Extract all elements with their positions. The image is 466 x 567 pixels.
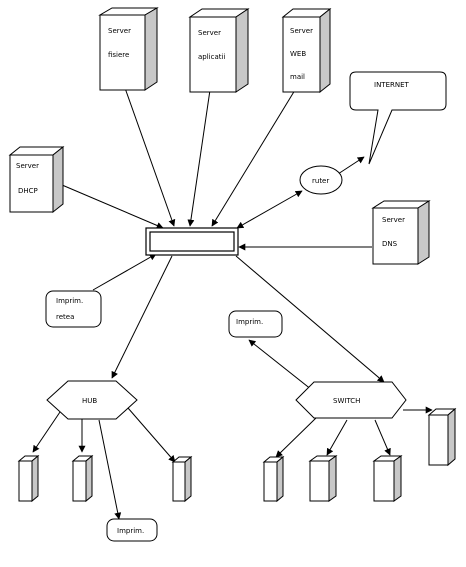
server-web: Server WEB mail [281,7,332,94]
switch-workstation-3 [372,455,403,502]
hub: HUB [46,380,138,420]
link-router [236,190,303,229]
hub-workstation-2 [71,454,94,503]
connections [32,87,433,520]
link-hub-pc3 [127,407,176,463]
server-apps-line2: aplicatii [198,53,225,61]
server-files-line1: Server [108,27,131,35]
server-web-line3: mail [290,73,305,81]
printer-top-label: Imprim. [236,318,263,326]
hub-label: HUB [82,397,97,405]
server-files: Server fisiere [98,7,159,91]
central-switch [145,227,239,256]
link-router-internet [337,156,365,175]
server-apps-line1: Server [198,29,221,37]
internet-label: INTERNET [374,81,410,89]
link-switch-pc1 [275,417,317,458]
server-files-line2: fisiere [108,51,129,59]
link-hub [111,255,173,379]
switch: SWITCH [295,381,407,419]
server-web-line2: WEB [290,50,306,58]
link-apps-server [187,89,211,227]
network-printer-line1: Imprim. [56,297,83,305]
link-switch-pc3 [374,419,391,456]
printer-bottom-label: Imprim. [117,527,144,535]
link-hub-pc1 [32,411,61,453]
switch-workstation-2 [308,455,338,502]
server-dns-line2: DNS [382,240,398,248]
link-hub-printer [98,419,122,520]
server-dhcp-line2: DHCP [18,187,38,195]
router-label: ruter [312,177,329,185]
network-printer: Imprim. retea [45,290,102,328]
link-printer-top [248,339,313,391]
server-dhcp-line1: Server [16,162,39,170]
network-printer-line2: retea [56,313,74,321]
server-dhcp: Server DHCP [8,145,65,214]
hub-workstation-1 [17,454,40,503]
link-switch-pc2 [326,419,348,456]
link-dhcp-server [54,181,164,229]
router: ruter [299,165,343,195]
server-web-line1: Server [290,27,313,35]
link-files-server [124,87,176,227]
printer-top: Imprim. [228,310,283,338]
switch-workstation-1 [262,455,285,503]
switch-workstation-4 [427,407,457,467]
link-switch [235,255,385,383]
link-web-server [211,89,296,227]
switch-label: SWITCH [333,397,360,405]
server-dns: Server DNS [371,200,431,265]
server-apps: Server aplicatii [188,8,250,93]
printer-bottom: Imprim. [106,518,158,542]
link-network-printer [92,253,157,291]
server-dns-line1: Server [382,216,405,224]
hub-workstation-3 [171,455,193,503]
internet-callout: INTERNET [349,71,447,165]
